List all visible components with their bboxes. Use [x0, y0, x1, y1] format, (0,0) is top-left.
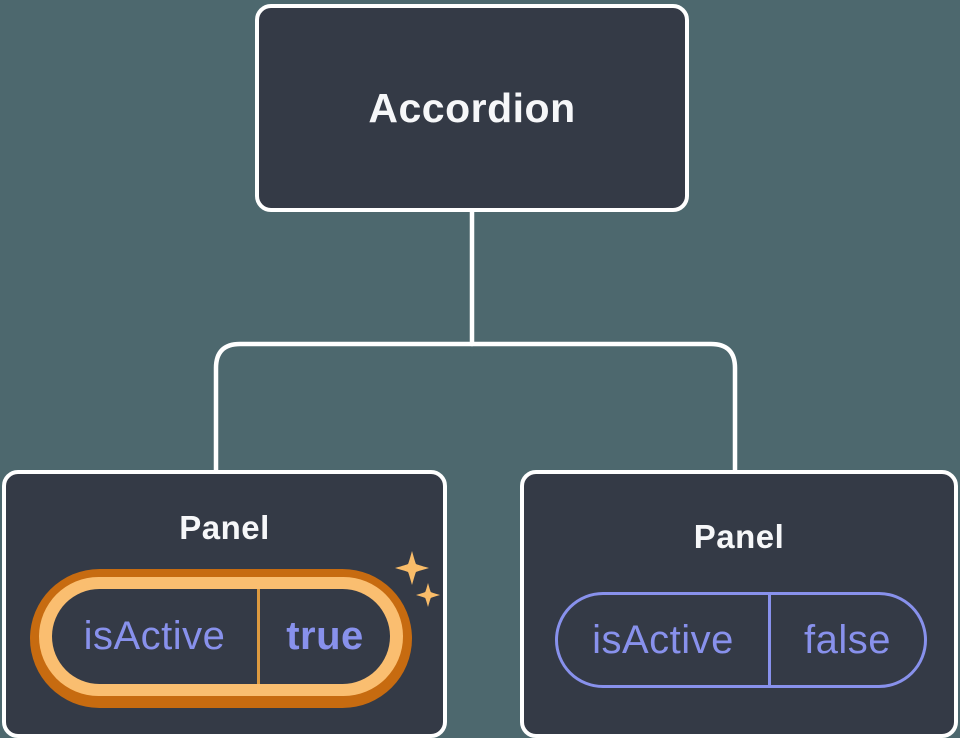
state-key-label: isActive — [83, 614, 226, 658]
state-pill: isActive false — [555, 592, 927, 688]
state-pill-divider — [768, 595, 771, 685]
sparkle-large — [395, 551, 429, 585]
accordion-node: Accordion — [255, 4, 689, 212]
state-pill-divider — [257, 589, 260, 684]
panel-node-inactive: Panel isActive false — [520, 470, 958, 738]
sparkles-icon — [395, 551, 440, 607]
panel-title: Panel — [179, 509, 270, 546]
state-key-label: isActive — [592, 617, 734, 662]
state-pill-highlighted: isActive true — [30, 569, 412, 708]
state-value-label: false — [804, 617, 891, 662]
connector-branch — [213, 341, 738, 475]
state-pill-highlight-ring: isActive true — [39, 577, 403, 696]
accordion-label: Accordion — [368, 84, 576, 131]
panel-node-active: Panel isActive true — [2, 470, 447, 738]
panel-title: Panel — [693, 518, 785, 555]
sparkle-small — [416, 583, 440, 607]
state-value-label: true — [286, 614, 364, 658]
